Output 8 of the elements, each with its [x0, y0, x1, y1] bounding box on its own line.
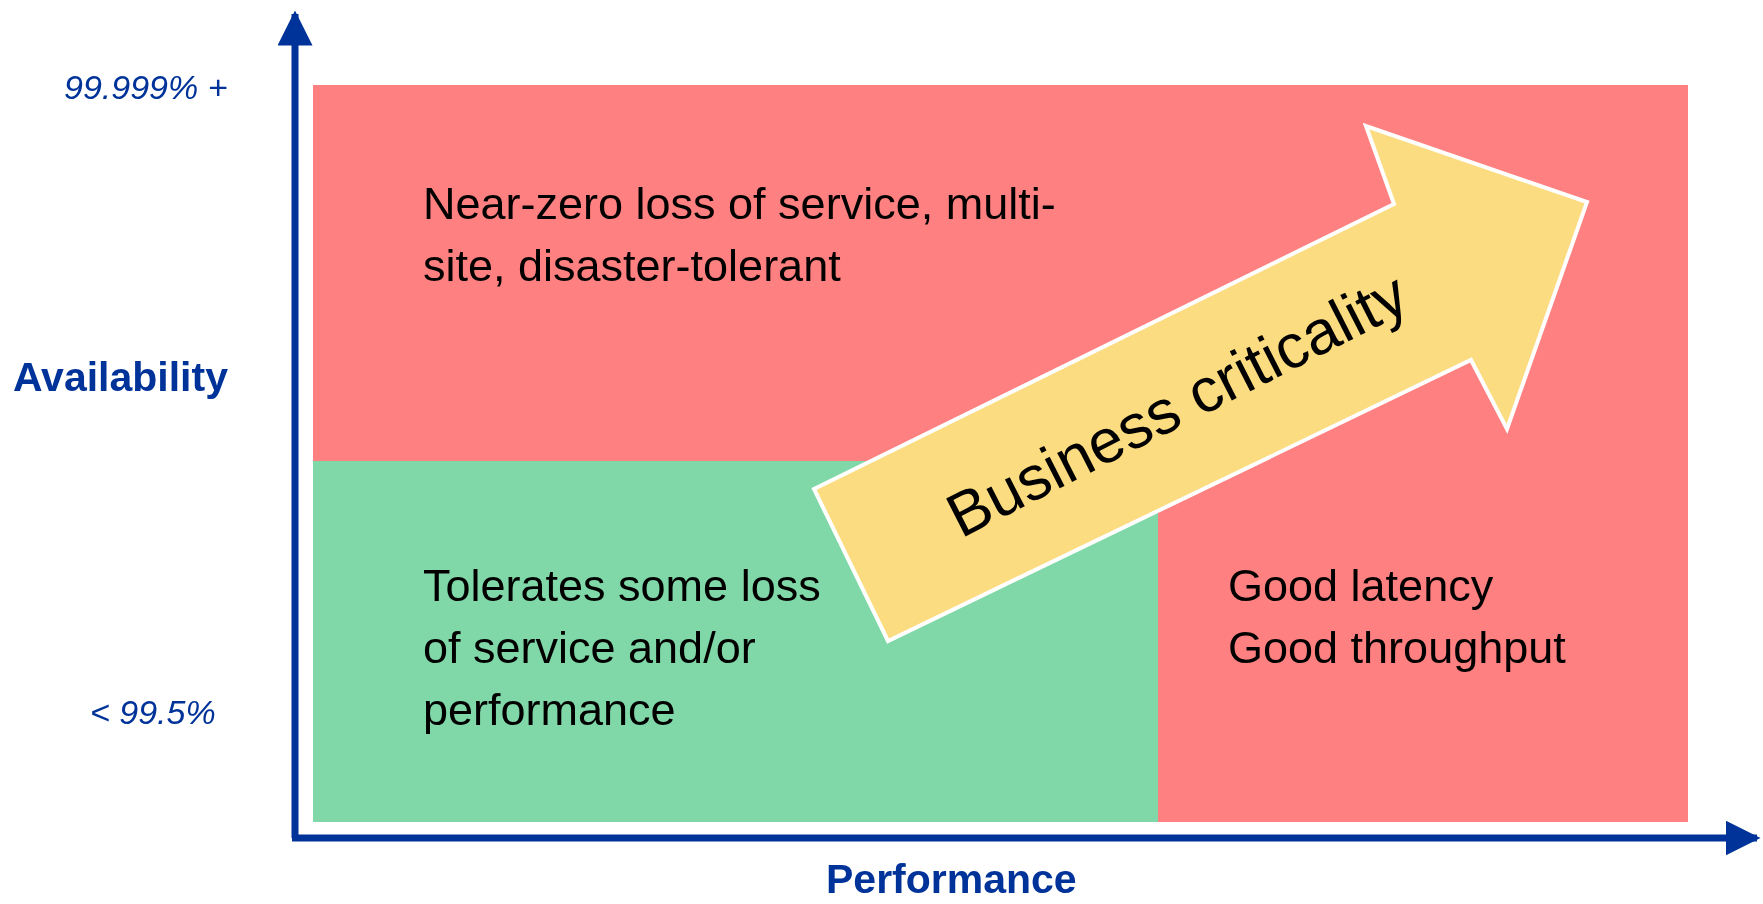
quadrant-region: [313, 85, 1688, 822]
quadrant-text: Near-zero loss of service, multi-site, disaster-tolerant: [423, 177, 1057, 294]
axis-tick-label: < 99.5%: [90, 693, 216, 732]
quadrant-text: Good latency Good throughput: [1228, 559, 1567, 676]
axis-title: Performance: [826, 856, 1077, 903]
axis-title: Availability: [13, 354, 228, 401]
axis-tick-label: 99.999% +: [64, 68, 228, 107]
quadrant-text: Tolerates some loss of service and/or performance: [423, 559, 822, 738]
